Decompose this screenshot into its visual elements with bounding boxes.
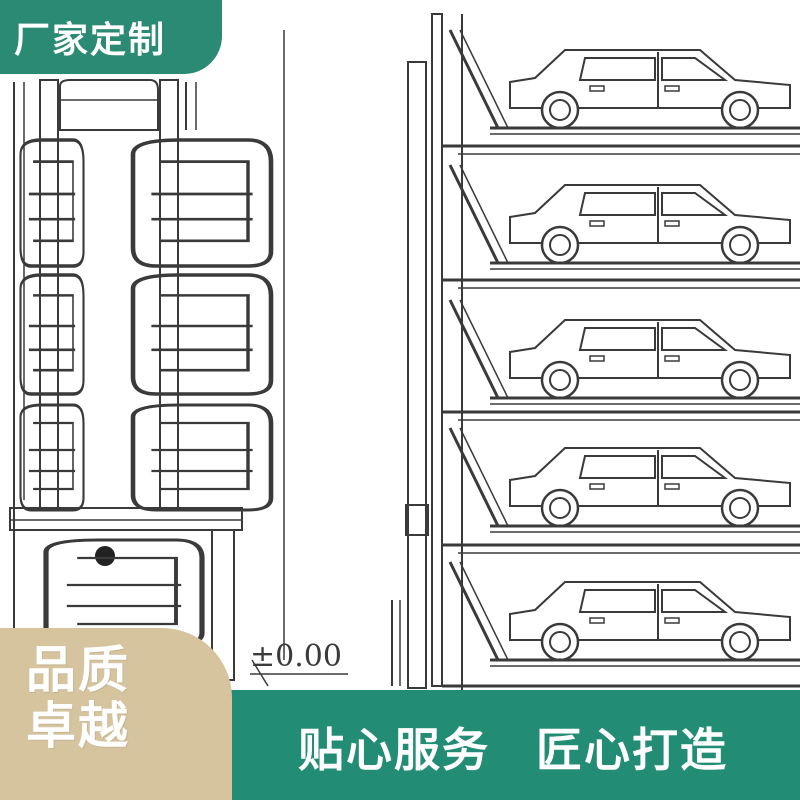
quality-badge: 品质 卓越 — [0, 628, 232, 800]
slogan-craft: 匠心打造 — [536, 723, 728, 777]
custom-banner: 厂家定制 — [0, 0, 222, 74]
rotary-tower — [9, 30, 348, 690]
elevation-label: ±0.00 — [250, 639, 342, 674]
badge-line-1: 品质 — [26, 641, 130, 699]
lift-tower — [391, 13, 800, 690]
slogan-service: 贴心服务 — [298, 723, 490, 777]
badge-line-2: 卓越 — [26, 697, 130, 755]
slogans: 贴心服务 匠心打造 — [298, 712, 728, 782]
banner-title: 厂家定制 — [14, 20, 167, 61]
